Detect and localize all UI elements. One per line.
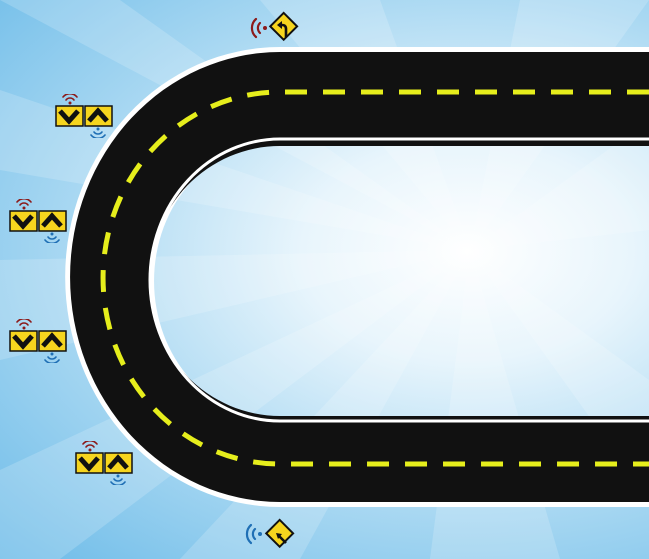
wireless-signal-blue-icon [45, 233, 59, 244]
chevron-down-up-icon [10, 331, 66, 351]
chevron-marker-2 [8, 199, 70, 248]
curve-left-arrow-sign-icon [265, 518, 295, 548]
wireless-signal-red-icon [17, 199, 31, 210]
wireless-signal-blue-icon [91, 128, 105, 139]
chevron-marker-1 [54, 94, 116, 143]
wireless-signal-red-icon [252, 19, 267, 37]
bottom-curve-warning [242, 514, 306, 559]
wireless-signal-red-icon [17, 319, 31, 330]
top-curve-warning [247, 10, 309, 51]
wireless-signal-red-icon [63, 94, 77, 105]
chevron-down-up-icon [56, 106, 112, 126]
chevron-down-up-icon [10, 211, 66, 231]
curve-left-arrow-sign-icon [269, 11, 299, 41]
road-inner-edge [150, 139, 649, 421]
chevron-marker-4 [74, 441, 136, 490]
wireless-signal-blue-icon [247, 525, 262, 543]
chevron-marker-3 [8, 319, 70, 368]
chevron-down-up-icon [76, 453, 132, 473]
wireless-signal-blue-icon [45, 353, 59, 364]
wireless-signal-red-icon [83, 441, 97, 452]
wireless-signal-blue-icon [111, 475, 125, 486]
road-surface [70, 52, 649, 502]
